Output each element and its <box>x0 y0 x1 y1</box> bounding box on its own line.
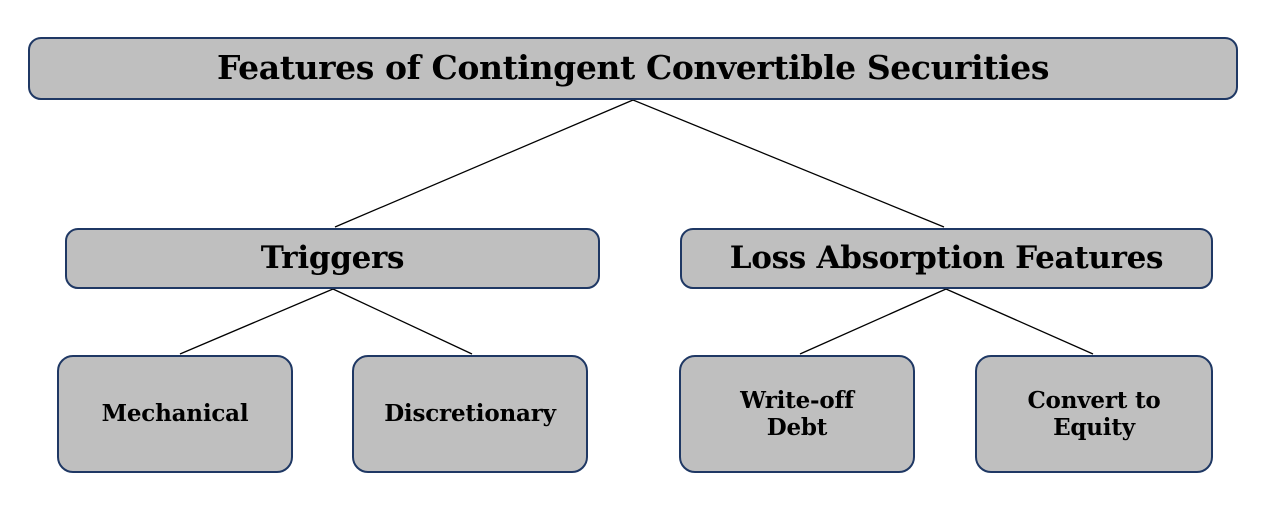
node-write-off-debt[interactable]: Write-off Debt <box>679 355 915 473</box>
node-mechanical[interactable]: Mechanical <box>57 355 293 473</box>
node-root-label: Features of Contingent Convertible Secur… <box>216 48 1050 88</box>
node-write-off-debt-line-1: Write-off <box>740 386 854 414</box>
node-root[interactable]: Features of Contingent Convertible Secur… <box>28 37 1238 100</box>
connector-loss-to-convert <box>945 288 1094 355</box>
node-convert-to-equity[interactable]: Convert to Equity <box>975 355 1213 473</box>
connector-triggers-to-mechanical <box>179 288 334 355</box>
node-discretionary[interactable]: Discretionary <box>352 355 588 473</box>
node-convert-to-equity-line-1: Convert to <box>1027 386 1161 414</box>
connector-loss-to-writeoff <box>799 288 947 355</box>
node-write-off-debt-line-2: Debt <box>766 414 828 441</box>
node-write-off-debt-label: Write-off Debt <box>740 387 854 441</box>
connector-triggers-to-discretionary <box>332 288 473 355</box>
node-loss-absorption-features-label: Loss Absorption Features <box>729 240 1164 277</box>
node-triggers-label: Triggers <box>260 240 405 277</box>
node-mechanical-label: Mechanical <box>102 400 249 427</box>
connector-root-to-loss <box>632 99 945 228</box>
node-triggers[interactable]: Triggers <box>65 228 600 289</box>
node-mechanical-line-1: Mechanical <box>101 400 249 428</box>
node-discretionary-line-1: Discretionary <box>384 400 556 428</box>
node-convert-to-equity-line-2: Equity <box>1053 414 1135 441</box>
node-convert-to-equity-label: Convert to Equity <box>1027 387 1160 441</box>
connector-root-to-triggers <box>334 99 634 228</box>
node-discretionary-label: Discretionary <box>384 400 556 427</box>
node-loss-absorption-features[interactable]: Loss Absorption Features <box>680 228 1213 289</box>
